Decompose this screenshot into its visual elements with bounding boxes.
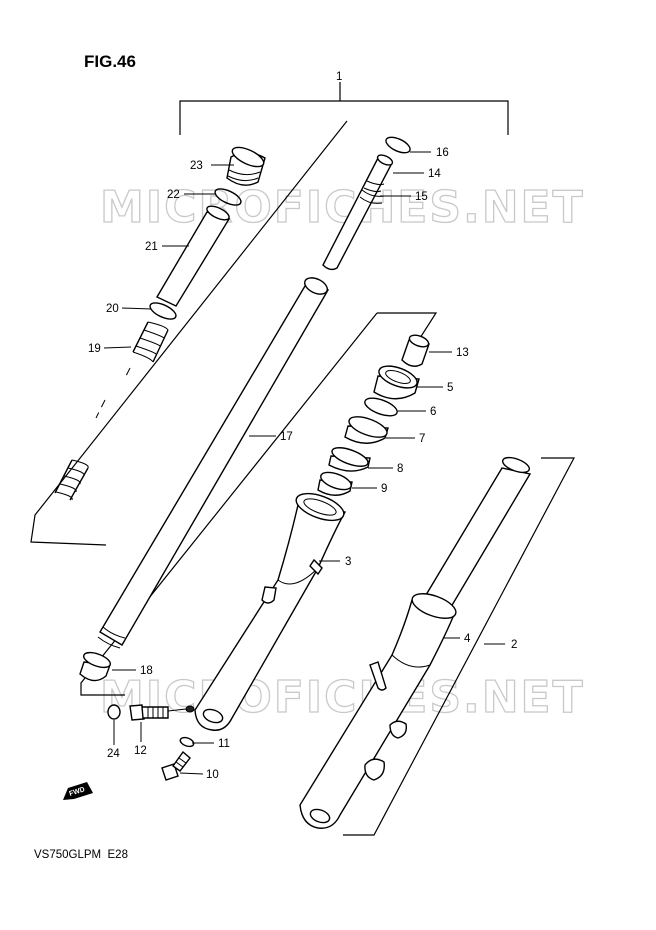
inner-tube (97, 277, 330, 649)
part-label-22[interactable]: 22 (167, 189, 180, 201)
part-label-18[interactable]: 18 (140, 665, 153, 677)
middle-assembly-frame (80, 312, 378, 696)
part-label-16[interactable]: 16 (436, 147, 449, 159)
outer-tube-right (299, 456, 532, 829)
part-label-15[interactable]: 15 (415, 191, 428, 203)
part-label-13[interactable]: 13 (456, 347, 469, 359)
forward-direction-icon: FWD (63, 782, 93, 800)
cylinder-base (401, 334, 430, 367)
part-label-21[interactable]: 21 (145, 241, 158, 253)
spring-seat (149, 302, 177, 320)
stopper-ring (385, 136, 411, 154)
part-label-3[interactable]: 3 (345, 556, 351, 568)
spacer-tube (156, 205, 231, 307)
oil-seal (344, 416, 389, 444)
dust-seal (373, 365, 420, 400)
slide-bushing (79, 651, 112, 682)
part-label-2[interactable]: 2 (511, 639, 517, 651)
leader-lines (103, 151, 505, 775)
model-code: VS750GLPM E28 (34, 849, 128, 861)
fork-spring (54, 321, 169, 501)
middle-frame-top (377, 312, 438, 339)
part-label-10[interactable]: 10 (206, 769, 219, 781)
fwd-label: FWD (68, 786, 85, 798)
part-label-4[interactable]: 4 (464, 633, 471, 645)
gasket (179, 736, 195, 748)
part-label-19[interactable]: 19 (88, 343, 101, 355)
part-label-24[interactable]: 24 (107, 748, 120, 760)
part-label-5[interactable]: 5 (447, 382, 453, 394)
part-label-17[interactable]: 17 (280, 431, 293, 443)
part-label-20[interactable]: 20 (106, 303, 119, 315)
right-assembly-frame (343, 457, 575, 836)
damper-rod (322, 154, 394, 271)
part-label-23[interactable]: 23 (190, 160, 203, 172)
oil-seal-stopper (364, 397, 398, 417)
part-label-7[interactable]: 7 (419, 433, 425, 445)
left-assembly-frame (30, 120, 348, 546)
guide-bushing (317, 471, 353, 496)
part-label-9[interactable]: 9 (381, 483, 387, 495)
part-label-1[interactable]: 1 (336, 71, 342, 83)
part-label-6[interactable]: 6 (430, 406, 436, 418)
damper-rod-bolt (129, 704, 195, 721)
o-ring-22 (214, 188, 242, 206)
part-labels: 1 2 3 4 5 6 7 8 9 10 11 12 13 14 15 16 1… (88, 71, 517, 781)
part-label-8[interactable]: 8 (397, 463, 403, 475)
figure-title: FIG.46 (84, 52, 136, 71)
part-label-12[interactable]: 12 (134, 745, 147, 757)
cap-bolt (226, 146, 266, 186)
bolt-cap (107, 704, 121, 720)
part-label-14[interactable]: 14 (428, 168, 441, 180)
watermark-bottom: MICROFICHES.NET (100, 672, 585, 723)
drain-bolt (161, 750, 191, 781)
part-label-11[interactable]: 11 (218, 738, 230, 750)
assembly-bracket (179, 82, 509, 135)
oil-seal-retainer (328, 447, 371, 472)
watermark-top: MICROFICHES.NET (100, 182, 585, 233)
outer-tube-left (194, 492, 347, 731)
